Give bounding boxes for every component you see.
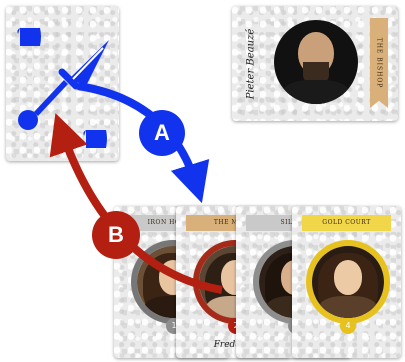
top-card-portrait xyxy=(274,20,358,104)
flag-icon xyxy=(17,28,41,46)
hand-card-portrait xyxy=(306,240,390,324)
flag-icon xyxy=(83,130,107,148)
action-card[interactable] xyxy=(6,6,119,161)
action-card-art xyxy=(17,28,109,148)
hand-card-seal: 4 xyxy=(340,318,356,334)
sword-icon xyxy=(18,40,109,130)
hand-card-4[interactable]: GOLD COURT 4 xyxy=(292,206,401,358)
step-b-label: B xyxy=(92,211,140,259)
top-card-ribbon: THE BISHOP xyxy=(370,18,388,108)
hand-card-banner: GOLD COURT xyxy=(302,215,391,231)
hand-card-signature: Frederik xyxy=(213,340,254,350)
top-card-banner: THE BISHOP xyxy=(375,37,383,89)
top-card-signature: Pieter Beauzé xyxy=(245,28,257,100)
step-a-label: A xyxy=(139,110,185,156)
character-card-top[interactable]: THE BISHOP Pieter Beauzé xyxy=(232,6,398,121)
